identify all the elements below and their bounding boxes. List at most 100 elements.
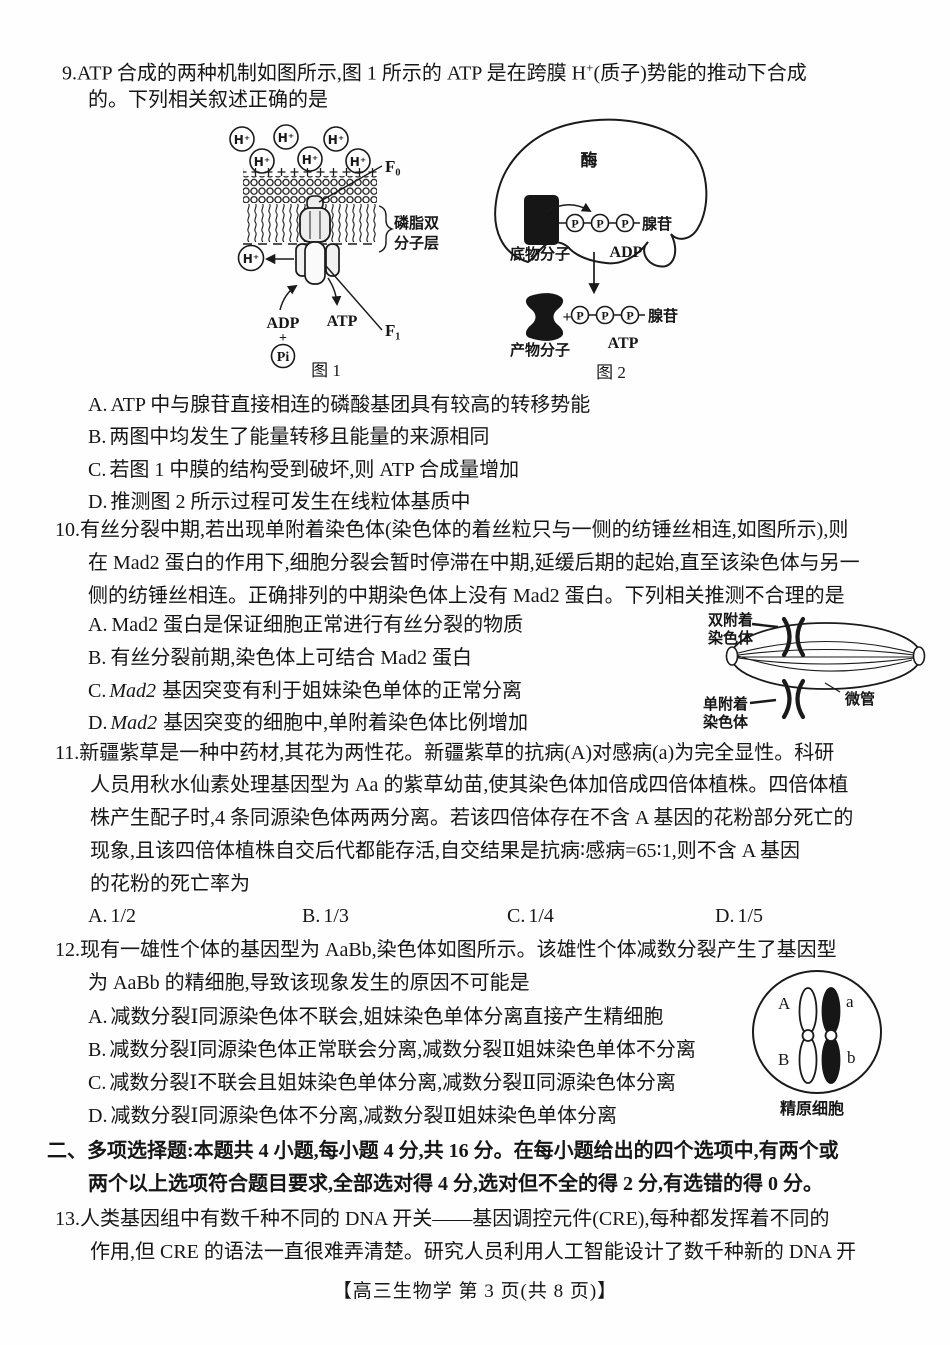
q11-option-c: C.1/4: [507, 903, 554, 930]
option-text: 1/2: [110, 905, 137, 927]
option-label: C.: [88, 1072, 107, 1094]
proton-label: H⁺: [234, 133, 250, 147]
proton-icon: [273, 124, 299, 150]
option-label: A.: [88, 394, 108, 416]
option-text: 1/3: [323, 905, 349, 927]
proton-label: H⁺: [328, 133, 344, 147]
mono-attached-label-line1: 单附着: [703, 695, 748, 713]
black-chromosome: [821, 987, 841, 1084]
bi-attached-label-line2: 染色体: [707, 629, 754, 647]
adenosine-label: 腺苷: [642, 215, 672, 233]
q9-option-a: A.ATP 中与腺苷直接相连的磷酸基团具有较高的转移势能: [88, 392, 590, 419]
figure-2-enzyme-reaction: 酶 P P P 腺苷 ADP 底物分子 + P P P 腺苷 ATP 产物分子 …: [494, 118, 708, 382]
f0-channel: [299, 195, 331, 243]
figure2-caption: 图 2: [596, 363, 626, 382]
pi-label: Pi: [277, 350, 290, 365]
q11-stem-line2: 人员用秋水仙素处理基因型为 Aa 的紫草幼苗,使其染色体加倍成四倍体植株。四倍体…: [90, 774, 849, 796]
q11-stem-line5: 的花粉的死亡率为: [90, 873, 250, 895]
allele-B-label: B: [778, 1050, 789, 1069]
q12-stem-line1: 12.现有一雄性个体的基因型为 AaBb,染色体如图所示。该雄性个体减数分裂产生…: [55, 939, 837, 961]
option-label: B.: [88, 426, 107, 448]
microtubule-label: 微管: [844, 690, 875, 708]
phosphoryl-transfer-arrow: [545, 202, 592, 213]
section2-heading-line1: 二、多项选择题:本题共 4 小题,每小题 4 分,共 16 分。在每小题给出的四…: [47, 1140, 839, 1162]
q13-stem-line1: 13.人类基因组中有数千种不同的 DNA 开关——基因调控元件(CRE),每种都…: [55, 1208, 830, 1230]
allele-b-label: b: [847, 1048, 856, 1067]
atp-label: ATP: [608, 335, 639, 352]
q9-h-superscript: +: [586, 60, 594, 75]
q11-option-a: A.1/2: [88, 903, 136, 930]
spindle-fibers: [737, 640, 915, 672]
option-label: D.: [88, 1105, 108, 1127]
option-text: 推测图 2 所示过程可发生在线粒体基质中: [110, 491, 471, 513]
q10-option-c: C.Mad2 基因突变有利于姐妹染色单体的正常分离: [88, 678, 522, 705]
adp-input-arrow: [279, 284, 298, 311]
gene-italic: Mad2: [110, 712, 158, 734]
spindle-pole-left: [725, 646, 739, 666]
q10-option-d: D.Mad2 基因突变的细胞中,单附着染色体比例增加: [88, 710, 528, 737]
mono-attached-chromosome: [781, 678, 806, 720]
q9-stem-line1-post: (质子)势能的推动下合成: [593, 62, 807, 85]
option-text: 减数分裂Ⅰ同源染色体正常联会分离,减数分裂Ⅱ姐妹染色单体不分离: [109, 1039, 696, 1061]
option-text: Mad2 蛋白是保证细胞正常进行有丝分裂的物质: [111, 614, 524, 636]
q10-stem-line1: 10.有丝分裂中期,若出现单附着染色体(染色体的着丝粒只与一侧的纺锤丝相连,如图…: [55, 519, 849, 541]
pi-circle: [270, 343, 296, 369]
proton-circles-outside: H⁺ H⁺ H⁺ H⁺ H⁺ H⁺: [229, 124, 371, 174]
bilayer-label-line1: 磷脂双: [394, 214, 439, 232]
q9-option-b: B.两图中均发生了能量转移且能量的来源相同: [88, 424, 489, 451]
figure-1-atp-synthase: H⁺ H⁺ H⁺ H⁺ H⁺ H⁺ F₀ 磷脂双 分子层: [229, 124, 439, 380]
spindle-outline: [730, 622, 922, 690]
option-label: A.: [88, 905, 108, 927]
q11-stem-line3: 株产生配子时,4 条同源染色体两两分离。若该四倍体存在不含 A 基因的花粉部分死…: [90, 807, 854, 829]
q9-stem-line2: 的。下列相关叙述正确的是: [88, 89, 328, 111]
option-label: D.: [88, 491, 108, 513]
proton-label: H⁺: [243, 252, 259, 266]
option-text: 减数分裂Ⅰ不联会且姐妹染色单体分离,减数分裂Ⅱ同源染色体分离: [109, 1072, 676, 1094]
mono-attached-label-line2: 染色体: [702, 713, 749, 731]
q13-stem-line2: 作用,但 CRE 的语法一直很难弄清楚。研究人员利用人工智能设计了数千种新的 D…: [90, 1241, 857, 1263]
q12-option-c: C.减数分裂Ⅰ不联会且姐妹染色单体分离,减数分裂Ⅱ同源染色体分离: [88, 1070, 676, 1097]
q12-option-a: A.减数分裂Ⅰ同源染色体不联会,姐妹染色单体分离直接产生精细胞: [88, 1004, 663, 1031]
f1-unit: [295, 241, 340, 285]
phosphate-label: P: [596, 217, 603, 231]
phosphate-circle: [620, 305, 640, 325]
option-label: C.: [88, 680, 107, 702]
q9-stem-line1: 9.ATP 合成的两种机制如图所示,图 1 所示的 ATP 是在跨膜 H+(质子…: [62, 54, 807, 85]
option-label: C.: [507, 905, 526, 927]
phosphate-label: P: [601, 309, 608, 323]
proton-icon: [237, 244, 265, 272]
phosphate-circle: [590, 213, 610, 233]
enzyme-label: 酶: [581, 150, 598, 170]
q12-stem-line2: 为 AaBb 的精细胞,导致该现象发生的原因不可能是: [88, 972, 530, 994]
q9-option-c: C.若图 1 中膜的结构受到破坏,则 ATP 合成量增加: [88, 457, 519, 484]
option-text: 减数分裂Ⅰ同源染色体不分离,减数分裂Ⅱ姐妹染色单体分离: [110, 1105, 617, 1127]
q9-stem-line1-pre: 9.ATP 合成的两种机制如图所示,图 1 所示的 ATP 是在跨膜 H: [62, 62, 587, 85]
phosphate-circle: [595, 305, 615, 325]
proton-label: H⁺: [302, 153, 318, 167]
phosphate-label: P: [576, 309, 583, 323]
figure-spindle: 双附着 染色体 单附着 染色体 微管: [702, 611, 926, 731]
phosphate-circle: [615, 213, 635, 233]
q10-stem-line3: 侧的纺锤丝相连。正确排列的中期染色体上没有 Mad2 蛋白。下列相关推测不合理的…: [88, 585, 845, 607]
mono-attached-pointer: [749, 698, 777, 705]
proton-icon: [323, 126, 349, 152]
bilayer-brace: [378, 205, 395, 253]
option-text: 若图 1 中膜的结构受到破坏,则 ATP 合成量增加: [109, 459, 520, 481]
option-label: A.: [88, 614, 108, 636]
option-label: D.: [715, 905, 735, 927]
option-text: 1/4: [528, 905, 554, 927]
allele-A-label: A: [778, 994, 791, 1013]
atp-output-arrow: [327, 277, 342, 306]
phosphate-label: P: [571, 217, 578, 231]
option-label: B.: [88, 1039, 107, 1061]
q10-stem-line2: 在 Mad2 蛋白的作用下,细胞分裂会暂时停滞在中期,延缓后期的起始,直至该染色…: [88, 552, 860, 574]
q12-option-b: B.减数分裂Ⅰ同源染色体正常联会分离,减数分裂Ⅱ姐妹染色单体不分离: [88, 1037, 696, 1064]
adp-label: ADP: [267, 315, 300, 332]
option-label: B.: [88, 647, 107, 669]
q11-stem-line1: 11.新疆紫草是一种中药材,其花为两性花。新疆紫草的抗病(A)对感病(a)为完全…: [55, 742, 835, 764]
substrate-shape: [524, 195, 559, 245]
figure-spermatogonium: A B a b 精原细胞: [752, 970, 882, 1118]
q12-option-d: D.减数分裂Ⅰ同源染色体不分离,减数分裂Ⅱ姐妹染色单体分离: [88, 1103, 617, 1130]
bi-attached-pointer: [751, 622, 779, 629]
